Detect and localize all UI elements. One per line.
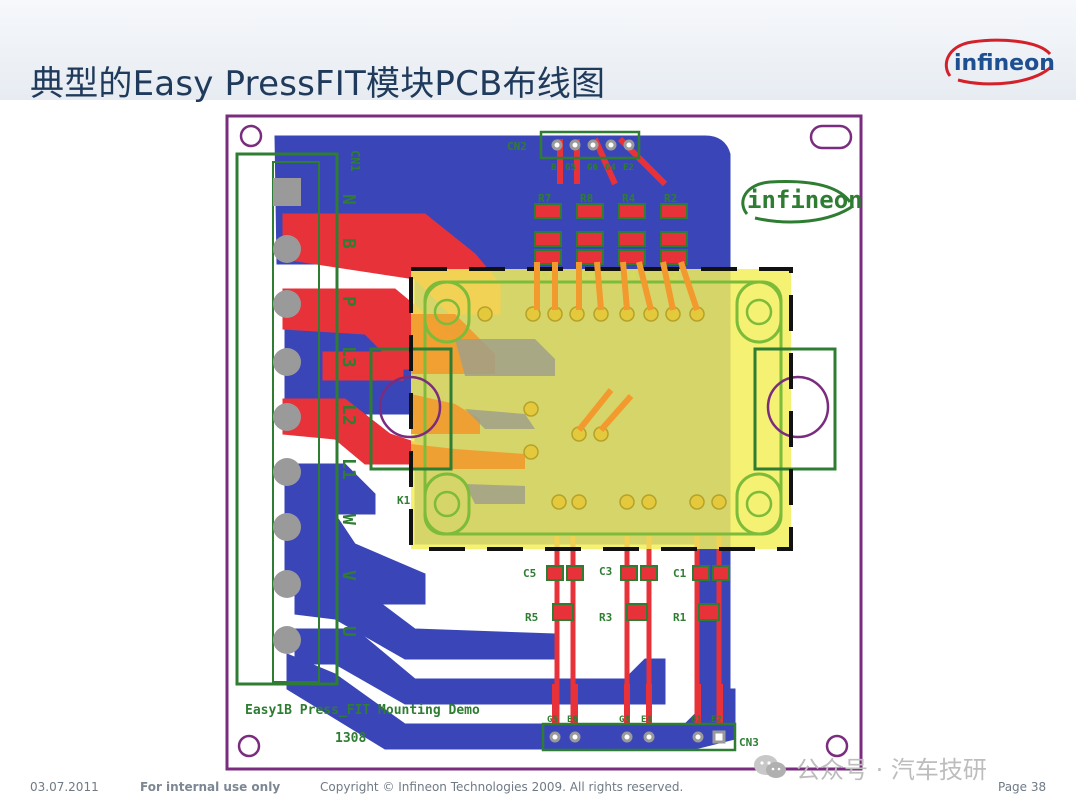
pin-label-l3: L3 <box>338 346 359 368</box>
cap-label-c3: C3 <box>599 565 612 578</box>
pcb-layout: N B P L3 L2 L1 W V U CN1 CN2 B G5 G6 G4 … <box>225 114 863 771</box>
pressfit-module: K1 <box>369 261 837 551</box>
cn2-outline <box>539 130 641 160</box>
pin-label-w: W <box>338 514 359 525</box>
cn2-label: CN2 <box>507 140 527 153</box>
resistor-label-r7: R7 <box>538 192 551 205</box>
header-band <box>0 0 1076 100</box>
pin-label-p: P <box>338 296 359 307</box>
cn3-outline <box>541 722 737 752</box>
pin-label-u: U <box>338 626 359 637</box>
pin-label-l2: L2 <box>338 404 359 426</box>
resistor-label-r1: R1 <box>673 611 687 624</box>
cn1-pads <box>273 235 301 654</box>
footer-internal: For internal use only <box>140 780 281 794</box>
cn3-pin-label-2: G3 <box>619 715 630 725</box>
pcb-logo-text: infineon <box>747 186 863 214</box>
watermark-text: 公众号 · 汽车技研 <box>796 755 987 784</box>
resistor-label-r3: R3 <box>599 611 612 624</box>
slide-title: 典型的Easy PressFIT模块PCB布线图 <box>30 64 606 104</box>
pin-label-n: N <box>338 194 359 205</box>
cn3-pin-label-0: G5 <box>547 715 558 725</box>
mount-hole-tl <box>239 124 263 148</box>
cn2-pin-label-4: E2 <box>623 163 634 173</box>
cap-label-c5: C5 <box>523 567 536 580</box>
board-code: 1308 <box>335 731 366 746</box>
mount-hole-bl <box>237 734 261 758</box>
resistor-label-r2: R2 <box>664 192 677 205</box>
cn1-pad-1 <box>273 178 301 206</box>
cap-label-c1: C1 <box>673 567 687 580</box>
cn1-label: CN1 <box>348 150 362 172</box>
resistor-label-r8: R8 <box>580 192 593 205</box>
resistor-label-r4: R4 <box>622 192 636 205</box>
mount-hole-br <box>825 734 849 758</box>
bottom-passives <box>546 565 730 621</box>
board-label: Easy1B Press_FIT Mounting Demo <box>245 703 480 718</box>
wechat-icon <box>754 755 786 778</box>
footer-page: Page 38 <box>998 780 1047 794</box>
cn1-inner <box>272 161 320 683</box>
watermark: 公众号 · 汽车技研 <box>752 747 987 787</box>
top-passives <box>534 203 688 265</box>
footer-date: 03.07.2011 <box>30 780 99 794</box>
pcb-infineon-logo: infineon <box>741 180 863 224</box>
cn3-pins <box>549 730 726 744</box>
pin-label-l1: L1 <box>338 458 359 480</box>
cn1-outline <box>235 152 339 686</box>
pin-label-v: V <box>338 570 359 581</box>
pin-label-b: B <box>338 238 359 249</box>
cn2-pin-label-1: G5 <box>565 163 576 173</box>
cn3-label: CN3 <box>739 736 759 749</box>
footer-copyright: Copyright © Infineon Technologies 2009. … <box>320 780 684 794</box>
cn3-pin-label-3: E4 <box>641 715 652 725</box>
resistor-label-r5: R5 <box>525 611 538 624</box>
logo-text: infineon <box>954 51 1055 76</box>
cn3-pin-label-4: G1 <box>691 715 702 725</box>
cn3-pin-label-5: E2 <box>711 715 722 725</box>
infineon-logo: infineon <box>944 38 1055 86</box>
mount-hole-tr <box>809 124 853 150</box>
cn2-pin-label-0: B <box>551 163 557 173</box>
cn2-pins <box>551 139 635 151</box>
cn2-pin-label-3: G4 <box>605 163 616 173</box>
module-label: K1 <box>397 494 411 507</box>
cn2-pin-label-2: G6 <box>587 163 598 173</box>
cn3-pin-label-1: E6 <box>567 715 578 725</box>
